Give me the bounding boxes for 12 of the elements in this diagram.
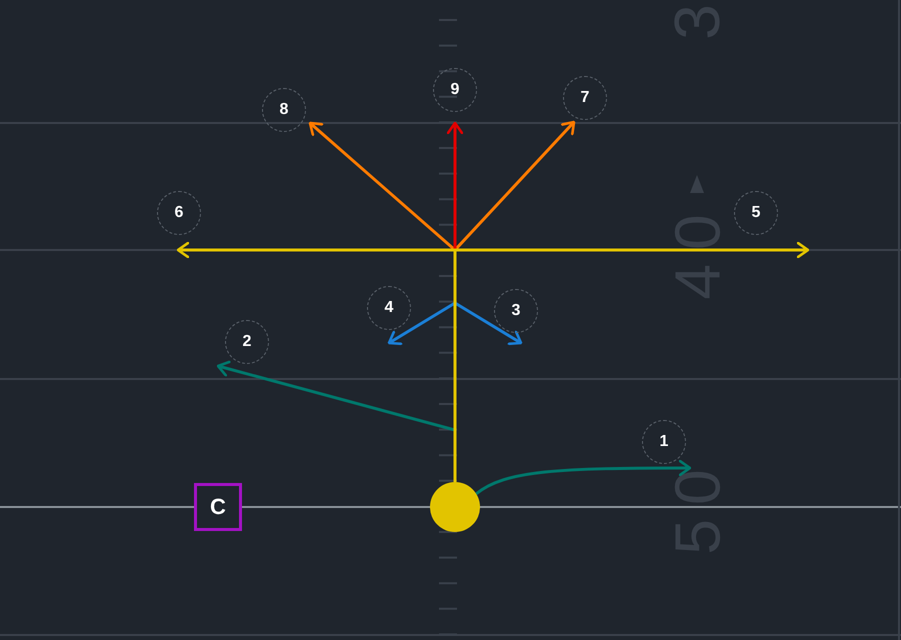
route-number: 4 xyxy=(367,286,411,330)
route-number: 7 xyxy=(563,76,607,120)
route-number: 5 xyxy=(734,191,778,235)
center-box: C xyxy=(194,483,242,531)
route-number: 6 xyxy=(157,191,201,235)
route-number: 1 xyxy=(642,420,686,464)
route-number: 2 xyxy=(225,320,269,364)
route-number: 3 xyxy=(494,289,538,333)
player-marker xyxy=(430,482,480,532)
route-number: 8 xyxy=(262,88,306,132)
route-arrow xyxy=(475,460,692,496)
route-number: 9 xyxy=(433,68,477,112)
